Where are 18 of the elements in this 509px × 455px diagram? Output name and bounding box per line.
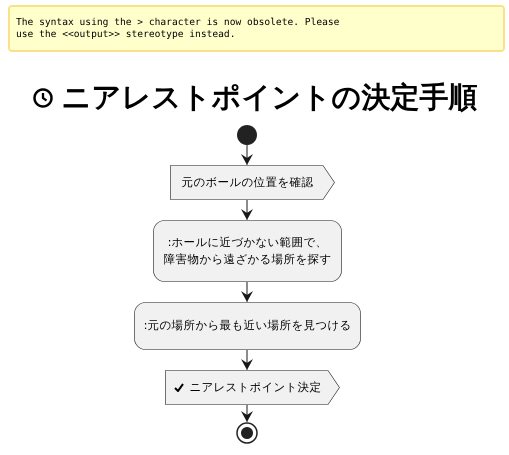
note-text: The syntax using the > character is now obsolete. Please use the <<output>> stereotype instead. bbox=[16, 16, 340, 40]
output-box bbox=[170, 165, 335, 200]
diagram-title: ニアレストポイントの決定手順 bbox=[62, 80, 478, 114]
action-label: :元の場所から最も近い場所を見つける bbox=[142, 317, 352, 334]
arrow bbox=[241, 282, 253, 302]
action-box bbox=[153, 220, 342, 282]
output-box bbox=[165, 370, 340, 405]
arrow bbox=[241, 200, 253, 220]
start-node bbox=[237, 125, 257, 145]
action-label: 元のボールの位置を確認 bbox=[182, 174, 314, 191]
arrow bbox=[241, 404, 253, 422]
arrow bbox=[241, 350, 253, 370]
action-label: ニアレストポイント決定 bbox=[190, 378, 322, 396]
arrow bbox=[241, 144, 253, 166]
end-node bbox=[236, 422, 258, 444]
action-box bbox=[134, 302, 361, 350]
note-box bbox=[8, 5, 505, 52]
action-label: :ホールに近づかない範囲で、障害物から遠ざかる場所を探す bbox=[162, 234, 332, 268]
